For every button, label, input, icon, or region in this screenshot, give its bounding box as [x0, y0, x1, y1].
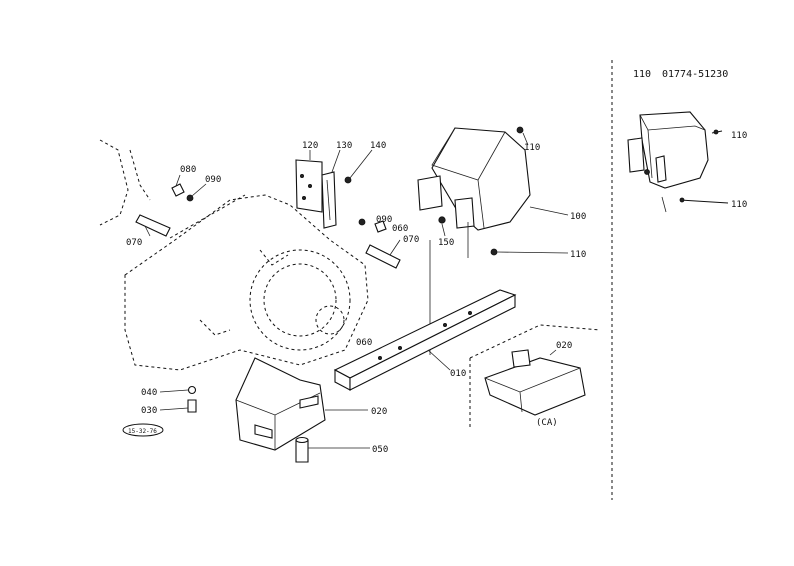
cover-100: [417, 127, 569, 231]
side-panel-label-110a: 110: [731, 131, 747, 141]
bolt-110-top: [516, 126, 529, 146]
callout-070b: 070: [403, 235, 419, 245]
side-panel-ref-no: 110: [633, 69, 651, 80]
callout-040: 040: [141, 388, 157, 398]
callout-090a: 090: [205, 175, 221, 185]
callout-050: 050: [372, 445, 388, 455]
callout-080: 080: [180, 165, 196, 175]
side-panel-label-110b: 110: [731, 200, 747, 210]
callout-110a: 110: [524, 143, 540, 153]
drawbar-010: [333, 289, 517, 391]
pin-050: [295, 436, 370, 463]
callout-060b: 060: [356, 338, 372, 348]
callout-090b: 090: [376, 215, 392, 225]
callout-010: 010: [450, 369, 466, 379]
bolt-030-washer-040: [159, 385, 197, 413]
side-panel-cover-drawing: [627, 111, 729, 213]
bolt-110-bottom: [467, 222, 569, 258]
callout-030: 030: [141, 406, 157, 416]
callout-150: 150: [438, 238, 454, 248]
pin-070-left: [135, 174, 207, 237]
callout-020-ca: 020: [556, 341, 572, 351]
side-panel-part-number: 01774-51230: [662, 69, 728, 80]
stamp-text: 15-32-76: [128, 428, 157, 435]
callout-070a: 070: [126, 238, 142, 248]
bracket-120: [295, 150, 323, 213]
callout-110b: 110: [570, 250, 586, 260]
stamp: 15-32-76: [122, 423, 164, 437]
variant-ca-box: [469, 324, 601, 430]
callout-120: 120: [302, 141, 318, 151]
transmission-housing: [99, 139, 369, 371]
callout-020: 020: [371, 407, 387, 417]
hitch-bracket-020: [235, 357, 368, 451]
callout-130: 130: [336, 141, 352, 151]
bracket-130: [321, 149, 341, 229]
callout-100: 100: [570, 212, 586, 222]
callout-060: 060: [392, 224, 408, 234]
pin-070-right: [358, 218, 401, 269]
bolt-140: [344, 149, 373, 184]
variant-label: (CA): [536, 418, 558, 428]
callout-140: 140: [370, 141, 386, 151]
